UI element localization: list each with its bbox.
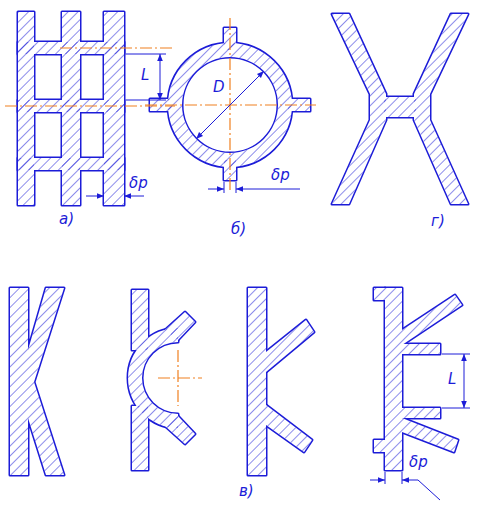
figure-label: б) (230, 222, 247, 237)
center-lines (5, 18, 316, 406)
dimension-label: L (140, 68, 150, 83)
section-fill (10, 12, 468, 475)
dimension-label: δр (128, 176, 149, 191)
section-outline (10, 12, 468, 475)
dimension-label: δр (408, 455, 429, 470)
section-hatching (10, 12, 468, 475)
figure-label: в) (238, 484, 255, 499)
dimension-label: L (447, 372, 457, 387)
dimension-label: δр (270, 168, 291, 183)
figure-label: г) (430, 214, 446, 229)
dimension-lines (86, 54, 470, 500)
figure-label: а) (58, 212, 75, 227)
dimension-label: D (212, 80, 226, 95)
